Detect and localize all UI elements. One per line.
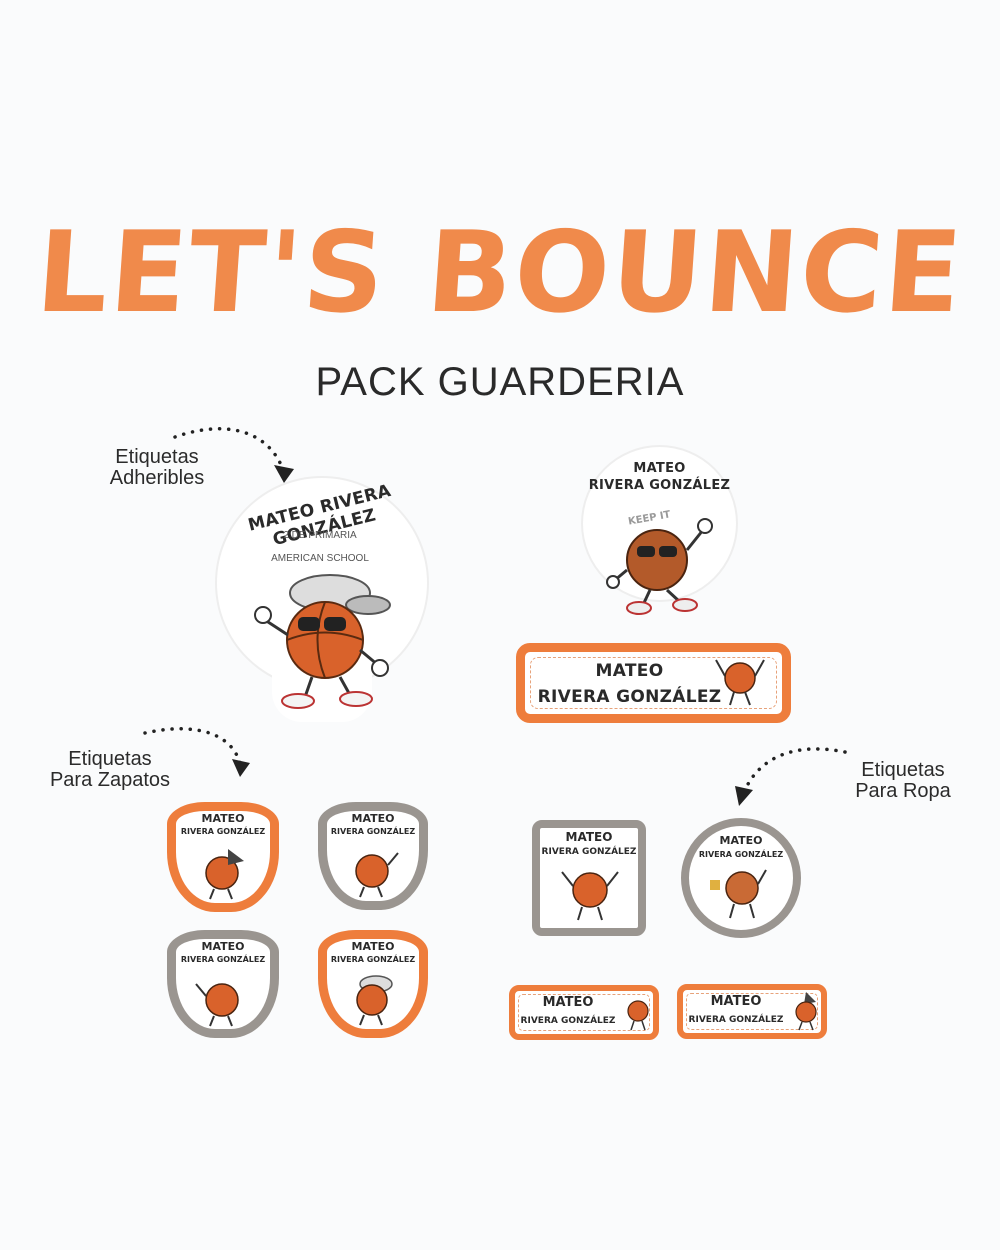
name-first: MATEO	[201, 812, 245, 825]
caption-ropa: Etiquetas Para Ropa	[838, 760, 968, 802]
basketball-cap-character-icon	[356, 975, 393, 1026]
caption-line: Etiquetas	[68, 748, 152, 770]
label-dash	[518, 994, 650, 1031]
name-first: MATEO	[542, 995, 594, 1010]
basketball-wizard-character-icon	[795, 992, 817, 1031]
dotted-arrow-icon	[173, 427, 294, 483]
small-sticker-name: MATEO RIVERA GONZÁLEZ	[583, 460, 736, 494]
name-first: MATEO	[633, 461, 686, 476]
shoe-label-2-name: MATEO RIVERA GONZÁLEZ	[326, 812, 420, 838]
name-last: RIVERA GONZÁLEZ	[520, 1016, 616, 1026]
dotted-arrow-icon	[735, 747, 847, 806]
caption-zapatos: Etiquetas Para Zapatos	[30, 749, 190, 791]
clothes-square-name: MATEO RIVERA GONZÁLEZ	[540, 830, 638, 860]
name-first: MATEO	[710, 994, 762, 1009]
clothes-small-left-name: MATEO RIVERA GONZÁLEZ	[516, 994, 620, 1030]
name-last: RIVERA GONZÁLEZ	[541, 847, 637, 857]
name-last: RIVERA GONZÁLEZ	[698, 850, 784, 859]
shoe-label-1	[167, 802, 279, 912]
shoe-label-1-name: MATEO RIVERA GONZÁLEZ	[176, 812, 270, 838]
basketball-character-icon	[355, 852, 399, 898]
name-first: MATEO	[565, 830, 613, 844]
basketball-character-icon	[561, 871, 619, 921]
big-sticker-line3: AMERICAN SCHOOL	[271, 553, 369, 564]
basketball-character-icon	[715, 659, 765, 706]
name-first: MATEO	[719, 834, 763, 847]
caption-line: Etiquetas	[861, 759, 945, 781]
caption-line: Para Zapatos	[49, 769, 171, 791]
basketball-trophy-character-icon	[710, 869, 767, 919]
name-first: MATEO	[351, 812, 395, 825]
name-last: RIVERA GONZÁLEZ	[537, 687, 722, 707]
name-first: MATEO	[595, 661, 664, 681]
clothes-round-name: MATEO RIVERA GONZÁLEZ	[690, 834, 792, 862]
caption-line: Etiquetas	[115, 446, 199, 468]
basketball-character-icon	[195, 983, 239, 1027]
wide-label-name: MATEO RIVERA GONZÁLEZ	[532, 658, 727, 710]
label-dash	[686, 993, 818, 1030]
name-last: RIVERA GONZÁLEZ	[330, 955, 416, 964]
name-last: RIVERA GONZÁLEZ	[688, 1015, 784, 1025]
label-dash	[530, 657, 777, 709]
caption-adheribles: Etiquetas Adheribles	[92, 447, 222, 489]
caption-line: Para Ropa	[855, 780, 951, 802]
page-subtitle: PACK GUARDERIA	[315, 360, 685, 404]
name-last: RIVERA GONZÁLEZ	[180, 955, 266, 964]
shoe-label-4-name: MATEO RIVERA GONZÁLEZ	[326, 940, 420, 966]
name-first: MATEO	[201, 940, 245, 953]
name-last: RIVERA GONZÁLEZ	[588, 478, 731, 493]
name-first: MATEO	[351, 940, 395, 953]
dotted-arrow-icon	[143, 727, 250, 777]
big-sticker-line2: 2 DE PRIMARIA	[283, 530, 357, 541]
clothes-small-right-name: MATEO RIVERA GONZÁLEZ	[684, 993, 788, 1029]
basketball-sunglasses-character-icon	[606, 518, 713, 615]
caption-line: Adheribles	[109, 467, 205, 489]
basketball-cap-character-icon	[254, 574, 391, 709]
name-last: RIVERA GONZÁLEZ	[330, 827, 416, 836]
basketball-character-icon	[627, 1000, 649, 1031]
basketball-wizard-character-icon	[205, 849, 244, 900]
page-title: LET'S BOUNCE	[32, 208, 968, 338]
name-last: RIVERA GONZÁLEZ	[180, 827, 266, 836]
shoe-label-3-name: MATEO RIVERA GONZÁLEZ	[176, 940, 270, 966]
